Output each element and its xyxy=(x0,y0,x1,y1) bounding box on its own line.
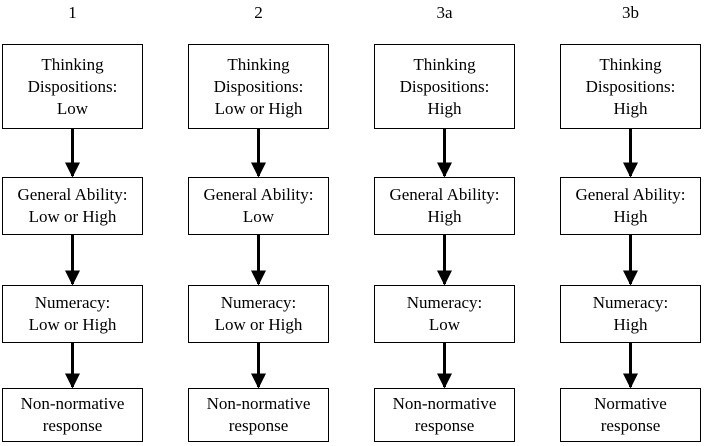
flow-box-text-line: Low or High xyxy=(214,98,303,118)
flow-box-text-line: Numeracy: xyxy=(592,293,669,312)
flow-box-col1-step3: Numeracy: Low or High xyxy=(2,285,143,343)
flow-box-text-line: General Ability: xyxy=(17,185,128,204)
flow-box-col4-step3: Numeracy: High xyxy=(560,285,701,343)
flow-box-col3-step2: General Ability: High xyxy=(374,177,515,235)
flow-box-text-line: Normative xyxy=(594,394,667,413)
flow-box-col2-step3: Numeracy: Low or High xyxy=(188,285,329,343)
flow-box-text-line: General Ability: xyxy=(389,185,500,204)
flow-box-text-line: Thinking xyxy=(413,54,476,74)
flow-box-text-line: Low or High xyxy=(28,315,117,334)
flow-box-text-line: High xyxy=(427,98,462,118)
flow-box-col1-step4: Non-normative response xyxy=(2,388,143,442)
flow-box-text-line: Numeracy: xyxy=(406,293,483,312)
flow-box-col3-step4: Non-normative response xyxy=(374,388,515,442)
flow-box-text-line: response xyxy=(42,416,103,435)
flow-box-text-line: Low xyxy=(428,315,461,334)
flow-box-text-line: Low xyxy=(242,207,275,226)
flow-box-text-line: Non-normative xyxy=(20,394,125,413)
flow-box-col4-step4: Normative response xyxy=(560,388,701,442)
flow-box-text-line: High xyxy=(427,207,462,226)
flow-box-text-line: response xyxy=(414,416,475,435)
flow-box-text-line: response xyxy=(600,416,661,435)
flow-box-text-line: Numeracy: xyxy=(220,293,297,312)
flow-box-text-line: Low or High xyxy=(214,315,303,334)
flow-box-text-line: High xyxy=(613,98,648,118)
flow-box-text-line: Dispositions: xyxy=(213,76,304,96)
flow-box-text-line: response xyxy=(228,416,289,435)
flow-box-text-line: Dispositions: xyxy=(585,76,676,96)
flow-box-text-line: High xyxy=(613,207,648,226)
flow-box-text-line: Thinking xyxy=(599,54,662,74)
flow-box-col3-step3: Numeracy: Low xyxy=(374,285,515,343)
flow-box-text-line: Non-normative xyxy=(206,394,311,413)
flow-box-col4-step2: General Ability: High xyxy=(560,177,701,235)
flow-box-text-line: Thinking xyxy=(227,54,290,74)
column-label-2: 2 xyxy=(254,3,263,22)
flow-box-col2-step2: General Ability: Low xyxy=(188,177,329,235)
column-label-1: 1 xyxy=(68,3,77,22)
column-label-3a: 3a xyxy=(436,3,453,22)
flow-box-text-line: Low or High xyxy=(28,207,117,226)
flow-box-text-line: Dispositions: xyxy=(27,76,118,96)
flow-box-text-line: High xyxy=(613,315,648,334)
column-label-3b: 3b xyxy=(622,3,639,22)
flow-box-text-line: Dispositions: xyxy=(399,76,490,96)
flow-box-col2-step4: Non-normative response xyxy=(188,388,329,442)
flow-box-col1-step2: General Ability: Low or High xyxy=(2,177,143,235)
flow-box-text-line: Non-normative xyxy=(392,394,497,413)
flow-box-text-line: General Ability: xyxy=(203,185,314,204)
flow-box-text-line: General Ability: xyxy=(575,185,686,204)
flow-box-text-line: Thinking xyxy=(41,54,104,74)
flow-box-text-line: Low xyxy=(56,98,89,118)
flow-box-text-line: Numeracy: xyxy=(34,293,111,312)
